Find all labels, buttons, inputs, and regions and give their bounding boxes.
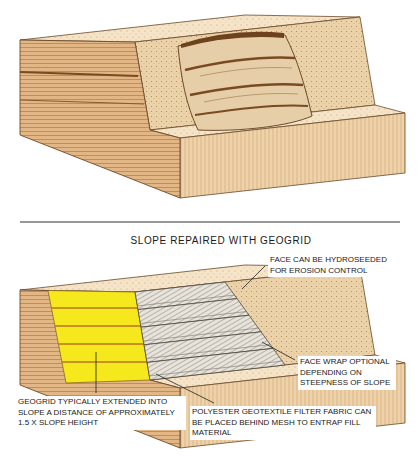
weak-layer (20, 72, 138, 76)
slump-mass (178, 35, 312, 131)
callout-note: GEOGRID TYPICALLY EXTENDED INTO SLOPE A … (16, 396, 186, 430)
soil-layer (20, 100, 144, 104)
geogrid-zone (48, 291, 150, 384)
slump-scarp (195, 106, 308, 115)
geogrid-layer (55, 325, 141, 327)
slump-crack (200, 67, 298, 102)
geogrid-layer (62, 361, 147, 363)
leader-line (96, 352, 97, 393)
geogrid-layer (58, 343, 143, 345)
main-scarp (181, 32, 284, 48)
callout-note: POLYESTER GEOTEXTILE FILTER FABRIC CAN B… (190, 406, 376, 440)
callout-note: FACE WRAP OPTIONAL DEPENDING ON STEEPNES… (298, 356, 396, 390)
failed-slope-block (20, 15, 405, 198)
figure-title: SLOPE REPAIRED WITH GEOGRID (127, 234, 314, 248)
geogrid-layer (51, 307, 137, 309)
slump-scarp (185, 58, 295, 70)
wrap-roll (147, 348, 285, 380)
leader-line (242, 266, 265, 289)
callout-note: FACE CAN BE HYDROSEEDED FOR EROSION CONT… (268, 254, 396, 277)
divider-rule (20, 221, 400, 222)
geogrid-layers (51, 308, 146, 362)
face-wrap (135, 282, 285, 380)
leader-line (262, 342, 295, 360)
wrap-fold (137, 295, 283, 376)
soil-section (20, 40, 180, 198)
leader-lines (96, 266, 295, 403)
